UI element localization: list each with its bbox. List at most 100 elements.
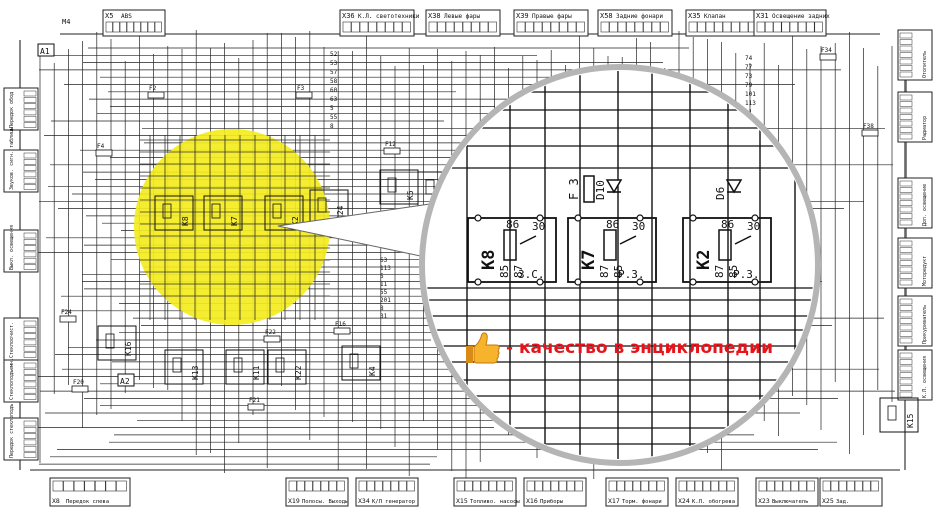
connector-pin — [899, 193, 913, 200]
relay-coil — [275, 357, 285, 373]
connector-pin — [374, 480, 383, 492]
relay-id: K2 — [694, 250, 714, 270]
connector-pin — [23, 345, 37, 352]
relay-pin-label: 30 — [747, 220, 760, 233]
connector-pin — [312, 480, 321, 492]
connector-pin — [462, 21, 472, 33]
connector-id: X58 — [600, 12, 613, 20]
connector-pin — [376, 21, 386, 33]
connector-pin — [899, 127, 913, 133]
relay-note: Р.З. — [733, 268, 760, 281]
connector-pin — [73, 480, 85, 492]
connector-pin — [899, 114, 913, 120]
connector-pin — [899, 260, 913, 266]
block-box — [37, 43, 55, 57]
connector-pin — [854, 480, 863, 492]
connector-pin — [678, 480, 687, 492]
connector-pin — [782, 480, 791, 492]
connector-label: Передок стеклоподъ — [9, 404, 15, 458]
caption-text: - качество в энциклопедии — [506, 338, 773, 358]
connector-pin — [525, 21, 534, 33]
connector-pin — [651, 21, 661, 33]
connector-id: X17 — [608, 497, 620, 505]
connector-id: X34 — [358, 497, 370, 505]
thumbs-up-icon — [466, 332, 500, 364]
connector-pin — [23, 184, 37, 190]
connector-pin — [899, 180, 913, 187]
connector-pin — [806, 21, 815, 33]
relay-label: K15 — [906, 413, 915, 428]
relay-pin-label: 85 — [612, 265, 625, 278]
connector-pin — [899, 200, 913, 206]
relay-coil — [211, 203, 221, 219]
fuse-body — [583, 175, 595, 203]
connector-pin — [899, 120, 913, 127]
relay-id: K8 — [479, 250, 499, 270]
connector-pin — [609, 21, 618, 33]
fuse-body — [247, 403, 265, 411]
connector-id: X15 — [456, 497, 468, 505]
connector-pin — [351, 21, 360, 33]
connector-pin — [23, 97, 37, 103]
wire-number: 31 — [380, 313, 388, 320]
connector-pin — [147, 21, 155, 33]
fuse-label: F38 — [863, 123, 874, 130]
connector-pin — [385, 21, 394, 33]
diode-label: D10 — [594, 180, 607, 200]
connector-pin — [899, 65, 913, 71]
connector-pin — [899, 266, 913, 273]
connector-pin — [899, 359, 913, 365]
fuse-label: F34 — [821, 47, 832, 54]
relay-coil — [172, 357, 182, 373]
connector-pin — [899, 279, 913, 286]
connector-label: К.Л. светотехники — [358, 13, 420, 20]
connector-pin — [437, 21, 446, 33]
wire-number: 201 — [380, 297, 391, 304]
connector-label: Радиатор — [922, 116, 928, 140]
connector-pin — [23, 90, 37, 97]
connector-pin — [899, 365, 913, 372]
connector-pin — [567, 21, 577, 33]
connector-label: Правые фары — [532, 13, 572, 20]
relay-terminal — [474, 278, 482, 286]
connector-pin — [23, 245, 37, 251]
relay-coil — [162, 203, 172, 219]
connector-label: Приборы — [540, 498, 564, 505]
relay-switch — [519, 235, 537, 245]
connector-id: X39 — [516, 12, 529, 20]
connector-pin — [774, 480, 783, 492]
connector-pin — [23, 115, 37, 122]
fuse-label: F 3 — [567, 178, 581, 200]
connector-pin — [899, 219, 913, 226]
connector-pin — [899, 331, 913, 337]
relay-label: K8 — [181, 216, 190, 226]
connector-pin — [899, 352, 913, 359]
connector-pin — [464, 480, 473, 492]
fuse-label: F21 — [249, 397, 260, 404]
connector-pin — [899, 206, 913, 213]
relay-box — [341, 345, 381, 381]
fuse-label: F3 — [297, 85, 305, 92]
ground-label: M4 — [62, 18, 70, 26]
relay-box — [97, 325, 137, 361]
fuse-body — [147, 91, 165, 99]
fuse-body — [861, 129, 879, 137]
connector-pin — [899, 101, 913, 107]
connector-pin — [790, 480, 799, 492]
connector-pin — [23, 165, 37, 171]
connector-pin — [643, 21, 652, 33]
connector-pin — [320, 480, 329, 492]
connector-pin — [862, 480, 871, 492]
relay-box — [203, 195, 243, 231]
connector-pin — [23, 433, 37, 439]
fuse-body — [383, 147, 401, 155]
connector-pin — [624, 480, 633, 492]
connector-pin — [899, 71, 913, 78]
connector-label: Освещение задних — [772, 13, 830, 20]
connector-pin — [94, 480, 106, 492]
connector-pin — [496, 480, 505, 492]
connector-id: X23 — [758, 497, 770, 505]
wire-number: 77 — [745, 64, 753, 71]
